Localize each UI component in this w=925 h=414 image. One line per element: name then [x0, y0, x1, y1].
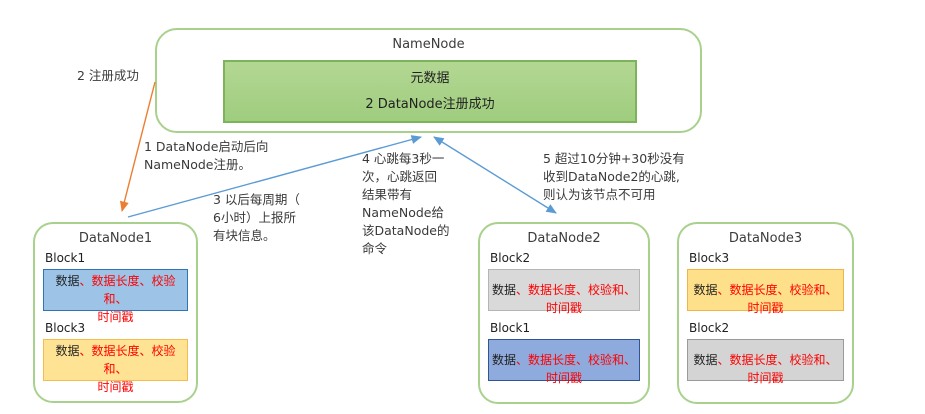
block-chip-orange: 数据、数据长度、校验和、 时间戳 [43, 339, 188, 394]
metadata-register-success-text: 2 DataNode注册成功 [365, 97, 495, 112]
datanode2-box: DataNode2 Block2 数据、数据长度、校验和、 时间戳 Block1… [478, 222, 650, 404]
block-label: Block1 [45, 251, 86, 265]
block-fields-text: 、数据长度、校验和、 时间戳 [717, 353, 838, 385]
block-data-label: 数据 [55, 274, 80, 288]
block-chip-blue: 数据、数据长度、校验和、 时间戳 [43, 269, 188, 324]
namenode-box: NameNode 元数据 2 DataNode注册成功 [155, 28, 702, 133]
metadata-label: 元数据 [410, 71, 450, 86]
block-data-label: 数据 [693, 353, 718, 367]
block-fields-text: 、数据长度、校验和、 时间戳 [79, 274, 176, 324]
block-label: Block1 [490, 321, 531, 335]
datanode3-title: DataNode3 [728, 231, 803, 246]
datanode1-title: DataNode1 [78, 231, 153, 246]
block-fields-text: 、数据长度、校验和、 时间戳 [516, 283, 637, 315]
block-chip-blue: 数据、数据长度、校验和、 时间戳 [488, 339, 640, 385]
datanode1-box: DataNode1 Block1 数据、数据长度、校验和、 时间戳 Block3… [33, 222, 198, 403]
block-data-label: 数据 [491, 353, 516, 367]
datanode2-title: DataNode2 [527, 231, 601, 246]
note-5-timeout: 5 超过10分钟+30秒没有 收到DataNode2的心跳, 则认为该节点不可用 [543, 151, 685, 202]
block-chip-gray: 数据、数据长度、校验和、 时间戳 [687, 339, 844, 385]
block-data-label: 数据 [55, 344, 80, 358]
metadata-box: 元数据 2 DataNode注册成功 [223, 60, 637, 123]
note-1-datanode-register: 1 DataNode启动后向 NameNode注册。 [144, 139, 269, 172]
datanode3-box: DataNode3 Block3 数据、数据长度、校验和、 时间戳 Block2… [677, 222, 854, 404]
block-label: Block2 [490, 251, 531, 265]
block-label: Block3 [45, 321, 86, 335]
block-data-label: 数据 [491, 283, 516, 297]
note-register-success: 2 注册成功 [77, 68, 139, 83]
block-chip-orange: 数据、数据长度、校验和、 时间戳 [687, 269, 844, 315]
block-label: Block3 [689, 251, 730, 265]
block-fields-text: 、数据长度、校验和、 时间戳 [516, 353, 637, 385]
block-data-label: 数据 [693, 283, 718, 297]
block-label: Block2 [689, 321, 730, 335]
block-fields-text: 、数据长度、校验和、 时间戳 [79, 344, 176, 394]
block-fields-text: 、数据长度、校验和、 时间戳 [717, 283, 838, 315]
namenode-title: NameNode [392, 37, 465, 52]
note-3-block-report: 3 以后每周期（ 6小时）上报所 有块信息。 [213, 192, 300, 243]
block-chip-gray: 数据、数据长度、校验和、 时间戳 [488, 269, 640, 315]
note-4-heartbeat: 4 心跳每3秒一 次，心跳返回 结果带有 NameNode给 该DataNode… [362, 151, 450, 256]
